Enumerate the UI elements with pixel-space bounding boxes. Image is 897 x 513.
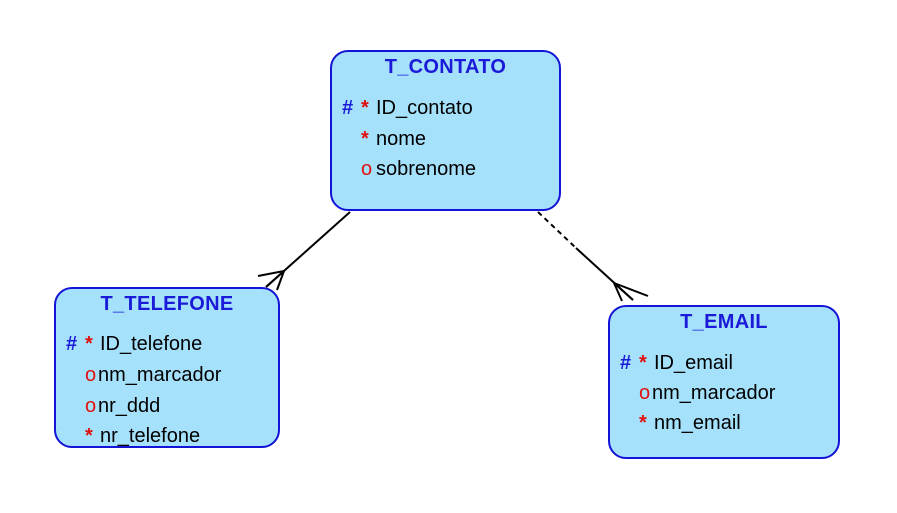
relationship-contato-email (537, 211, 649, 302)
mandatory-marker: * (361, 97, 369, 119)
crows-foot-prong (265, 270, 285, 288)
attribute-name: nm_marcador (652, 382, 776, 404)
optional-marker: o (639, 382, 651, 404)
crows-foot-prong (613, 282, 634, 301)
mandatory-marker: * (85, 333, 93, 355)
primary-key-marker: # (66, 333, 78, 355)
optional-marker: o (85, 364, 97, 386)
crows-foot-prong (613, 282, 623, 302)
optional-marker: o (85, 395, 97, 417)
mandatory-marker: * (361, 128, 369, 150)
mandatory-marker: * (85, 425, 93, 447)
attribute-name: sobrenome (376, 158, 477, 180)
attribute-name: nome (376, 128, 427, 150)
attribute-name: nr_telefone (100, 425, 201, 447)
crows-foot-prong (276, 270, 285, 291)
relationship-line-dashed (537, 211, 577, 249)
attribute-name: nm_email (654, 412, 741, 434)
attribute-name: nm_marcador (98, 364, 222, 386)
entity-t-contato[interactable]: T_CONTATO # * ID_contato * nome o sobren… (330, 50, 561, 211)
entity-t-email[interactable]: T_EMAIL # * ID_email o nm_marcador * nm_… (608, 305, 840, 459)
relationship-contato-telefone (257, 211, 351, 291)
primary-key-marker: # (620, 352, 632, 374)
attribute-name: nr_ddd (98, 395, 161, 417)
entity-title: T_EMAIL (680, 311, 768, 333)
attribute-name: ID_contato (376, 97, 473, 119)
primary-key-marker: # (342, 97, 354, 119)
attribute-name: ID_email (654, 352, 733, 374)
entity-t-telefone[interactable]: T_TELEFONE # * ID_telefone o nm_marcador… (54, 287, 280, 448)
crows-foot-prong (613, 282, 649, 297)
entity-title: T_CONTATO (384, 56, 507, 78)
crows-foot-prong (257, 270, 285, 277)
mandatory-marker: * (639, 412, 647, 434)
optional-marker: o (361, 158, 373, 180)
attribute-name: ID_telefone (100, 333, 203, 355)
entity-title: T_TELEFONE (100, 293, 234, 315)
mandatory-marker: * (639, 352, 647, 374)
